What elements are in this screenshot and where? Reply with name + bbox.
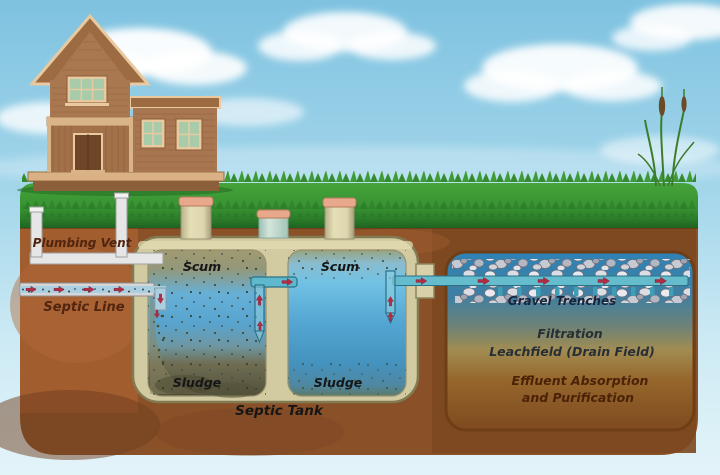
label-sludge-left: Sludge — [173, 375, 222, 390]
leachfield-block — [444, 250, 696, 432]
inlet-particles — [156, 314, 166, 364]
door-step — [71, 170, 105, 174]
vent-pipe-horizontal — [29, 252, 164, 265]
labels: Plumbing Vent Septic Line Scum Scum Slud… — [33, 236, 655, 419]
porch-deck — [27, 171, 225, 182]
chamber-2-sludge-specks — [288, 360, 406, 396]
plumbing-vent-pipes — [29, 192, 164, 265]
label-filtration: Filtration — [537, 326, 603, 341]
riser-1-lid — [178, 196, 214, 207]
label-scum-left: Scum — [183, 259, 221, 274]
inspection-risers — [178, 196, 357, 240]
gable-wall — [52, 32, 128, 82]
cattail-head-2 — [681, 96, 687, 112]
vent-cap-1 — [29, 206, 44, 213]
extension-roof — [129, 96, 221, 109]
cattail-head — [658, 96, 666, 116]
drip-holes — [498, 287, 674, 296]
ext-window-2-grid — [179, 122, 199, 147]
house — [27, 13, 225, 191]
vent-cap-2 — [114, 192, 129, 199]
porch-skirt — [33, 181, 219, 191]
label-plumbing-vent: Plumbing Vent — [33, 236, 133, 250]
inspection-riser-3 — [324, 203, 355, 240]
gravel-band-upper — [452, 259, 690, 277]
lower-siding — [52, 126, 125, 172]
inspection-riser-2 — [258, 215, 289, 239]
label-septic-line: Septic Line — [43, 300, 124, 315]
riser-2-lid — [256, 209, 291, 219]
tank-top-highlight — [138, 241, 413, 249]
ext-window-1-grid — [144, 122, 162, 145]
cattail-plant — [637, 87, 695, 187]
septic-tank — [131, 235, 435, 404]
post-left — [47, 117, 51, 172]
label-leachfield: Leachfield (Drain Field) — [489, 344, 655, 359]
label-gravel-trenches: Gravel Trenches — [508, 294, 617, 308]
inspection-riser-1 — [180, 202, 212, 240]
post-right — [129, 117, 133, 172]
label-scum-right: Scum — [321, 259, 359, 274]
label-effluent-absorption-1: Effluent Absorption — [512, 373, 649, 388]
upper-window-sill — [65, 103, 109, 106]
label-sludge-right: Sludge — [314, 375, 363, 390]
riser-3-lid — [322, 197, 357, 208]
label-septic-tank: Septic Tank — [235, 403, 324, 419]
label-effluent-absorption-2: and Purification — [522, 390, 634, 405]
upper-window-grid — [70, 79, 104, 100]
beam-band — [46, 116, 134, 127]
extension-siding — [135, 113, 215, 169]
mid-baffle-tee — [250, 276, 298, 344]
chamber-1-specks — [148, 250, 266, 396]
